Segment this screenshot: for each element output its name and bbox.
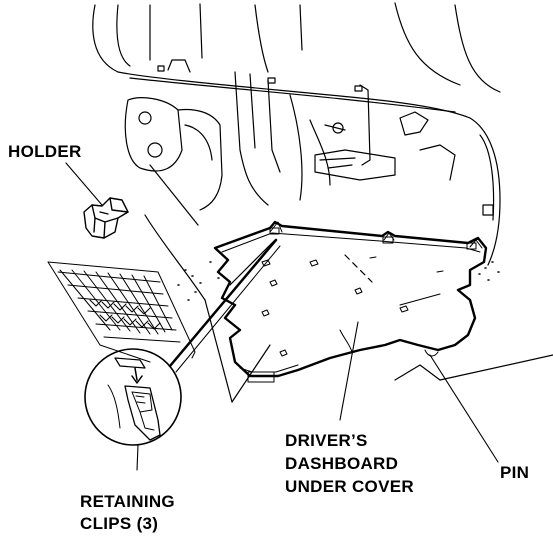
clips-label-line2: CLIPS (3) [80,514,159,533]
under-cover-leader-line [339,321,359,421]
carpet-grille [47,261,196,363]
under-cover-inner-edge [221,221,483,383]
center-dashed-line [344,254,373,283]
pin-leader-line [429,354,499,463]
clips-leader-line [136,444,139,471]
leader-lines [65,162,499,471]
under-cover-label-line1: DRIVER’S [285,431,368,450]
clips-label-line1: RETAINING [80,492,175,511]
under-cover-label-line2: DASHBOARD [285,454,399,473]
pin-label: PIN [500,463,530,482]
under-cover-panel [213,220,488,378]
dashboard-structure [92,2,553,403]
holder-part [83,197,129,239]
under-cover-label-line3: UNDER COVER [285,477,414,496]
clip-detail-callout [84,238,281,446]
holder-leader-line [65,162,103,206]
holder-label: HOLDER [8,142,82,161]
